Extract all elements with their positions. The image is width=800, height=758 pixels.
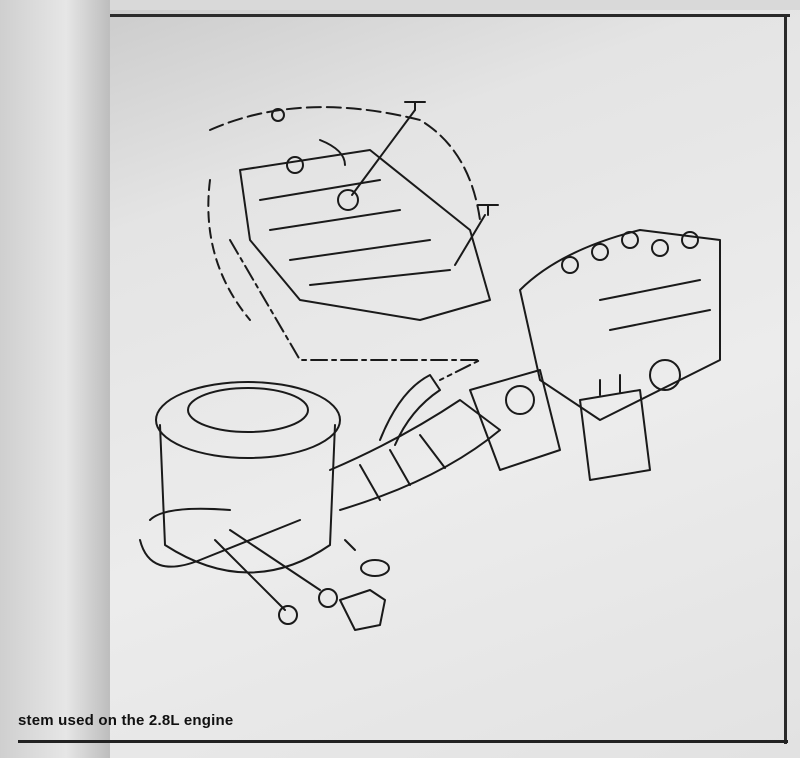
facing-page-edge (0, 0, 110, 758)
figure-caption: stem used on the 2.8L engine (18, 712, 234, 729)
right-rule (784, 14, 787, 744)
caption-rule (18, 740, 788, 743)
air-cleaner (155, 381, 341, 574)
top-rule (110, 14, 790, 17)
pcv-hose-fittings (139, 507, 390, 631)
valve-cover-inset (207, 101, 499, 381)
intake-duct (329, 369, 561, 511)
intake-manifold (519, 229, 721, 421)
distributor (579, 359, 681, 481)
